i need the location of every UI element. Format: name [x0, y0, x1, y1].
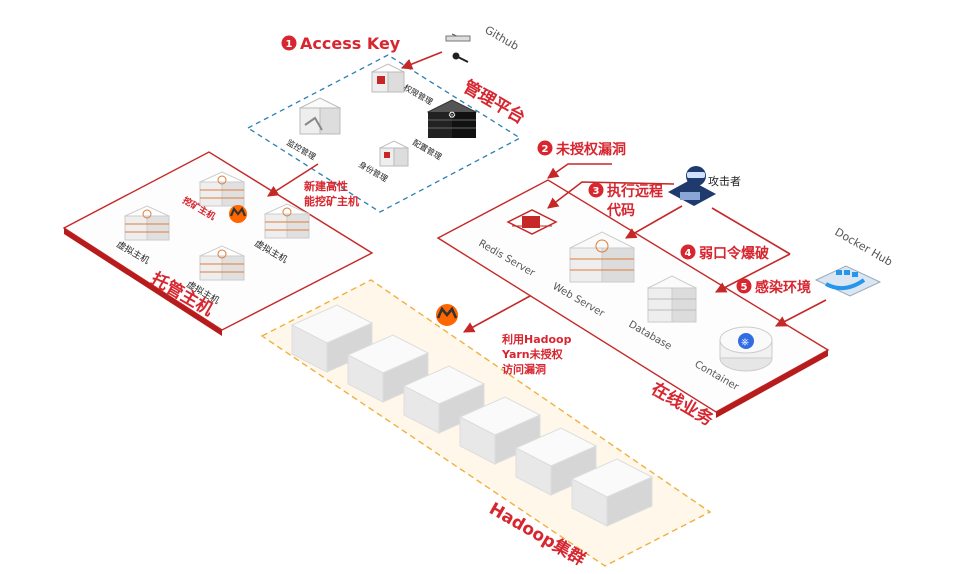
attack-arrows [267, 51, 827, 333]
arrow-weak-password [715, 253, 791, 293]
svg-text:⎈: ⎈ [741, 337, 749, 348]
monitor-mgmt-device [298, 97, 342, 135]
hadoop-node [458, 396, 542, 465]
step-2-number: 2 [542, 144, 549, 155]
step-1-label: Access Key [300, 34, 401, 53]
arrow-new-host [267, 163, 319, 197]
hadoop-exploit-label-2: Yarn未授权 [501, 347, 564, 361]
arrow-weak-line [711, 207, 791, 255]
arrow-rce-web [625, 205, 683, 239]
github-computer-icon [445, 33, 471, 42]
perm-mgmt-server [370, 63, 406, 93]
hadoop-node [514, 427, 598, 496]
arrow-rce-redis [547, 181, 675, 209]
step-4-label: 弱口令爆破 [699, 245, 769, 262]
hadoop-node [402, 365, 486, 434]
step-3-label-2: 代码 [606, 202, 635, 219]
step-4-number: 4 [685, 248, 692, 259]
perm-mgmt-label: 权限管理 [402, 82, 435, 107]
step-4: 4 弱口令爆破 [680, 244, 769, 262]
step-2: 2 未授权漏洞 [537, 140, 626, 158]
database-server [646, 275, 698, 323]
monero-icon [229, 205, 247, 223]
config-mgmt-label: 配置管理 [411, 137, 444, 162]
redis-server-chip [506, 209, 558, 235]
hosted-zone: 挖矿主机 虚拟主机 虚拟主机 [62, 151, 374, 336]
step-1-number: 1 [286, 39, 293, 50]
hadoop-zone: Hadoop集群 [260, 279, 712, 570]
step-3: 3 执行远程 代码 [588, 182, 663, 219]
management-zone: 权限管理 监控管理 ⚙ 配置管理 身份管理 管理平台 [246, 54, 529, 213]
monero-icon [436, 304, 458, 326]
config-mgmt-server: ⚙ [426, 99, 478, 138]
new-host-label-2: 能挖矿主机 [304, 194, 359, 208]
vm-server-1 [123, 205, 171, 241]
hadoop-node [570, 458, 654, 527]
arrow-access-key [400, 51, 443, 70]
mining-host-server [198, 171, 246, 207]
identity-mgmt-server [378, 140, 410, 167]
arrow-unauthorized [547, 163, 612, 179]
step-5-label: 感染环境 [755, 279, 811, 296]
web-server [568, 231, 636, 283]
arrow-infect [775, 299, 827, 327]
hadoop-exploit-label-3: 访问漏洞 [502, 362, 546, 376]
docker-hub-icon [814, 265, 882, 297]
new-host-label-1: 新建高性 [304, 179, 348, 193]
kubernetes-icon [738, 333, 754, 349]
step-5: 5 感染环境 [736, 278, 811, 296]
github-label: Github [483, 23, 521, 53]
step-5-number: 5 [741, 282, 748, 293]
key-icon [452, 52, 469, 63]
gear-icon: ⚙ [448, 111, 456, 121]
vm-server-2 [263, 203, 311, 239]
management-zone-border [246, 54, 522, 213]
hadoop-exploit-label-1: 利用Hadoop [502, 332, 572, 346]
step-3-label-1: 执行远程 [607, 183, 663, 200]
step-1: 1 Access Key [281, 34, 401, 53]
hadoop-node [290, 304, 374, 373]
step-2-label: 未授权漏洞 [556, 141, 626, 158]
attacker-icon [668, 166, 716, 206]
monitor-mgmt-label: 监控管理 [285, 137, 318, 162]
hadoop-node [346, 334, 430, 403]
arrow-hadoop [463, 295, 531, 333]
vm-server-3 [198, 245, 246, 281]
attacker-label: 攻击者 [708, 174, 741, 188]
step-3-number: 3 [593, 186, 600, 197]
docker-hub-label: Docker Hub [833, 225, 895, 268]
container-node: ⎈ [719, 326, 773, 372]
